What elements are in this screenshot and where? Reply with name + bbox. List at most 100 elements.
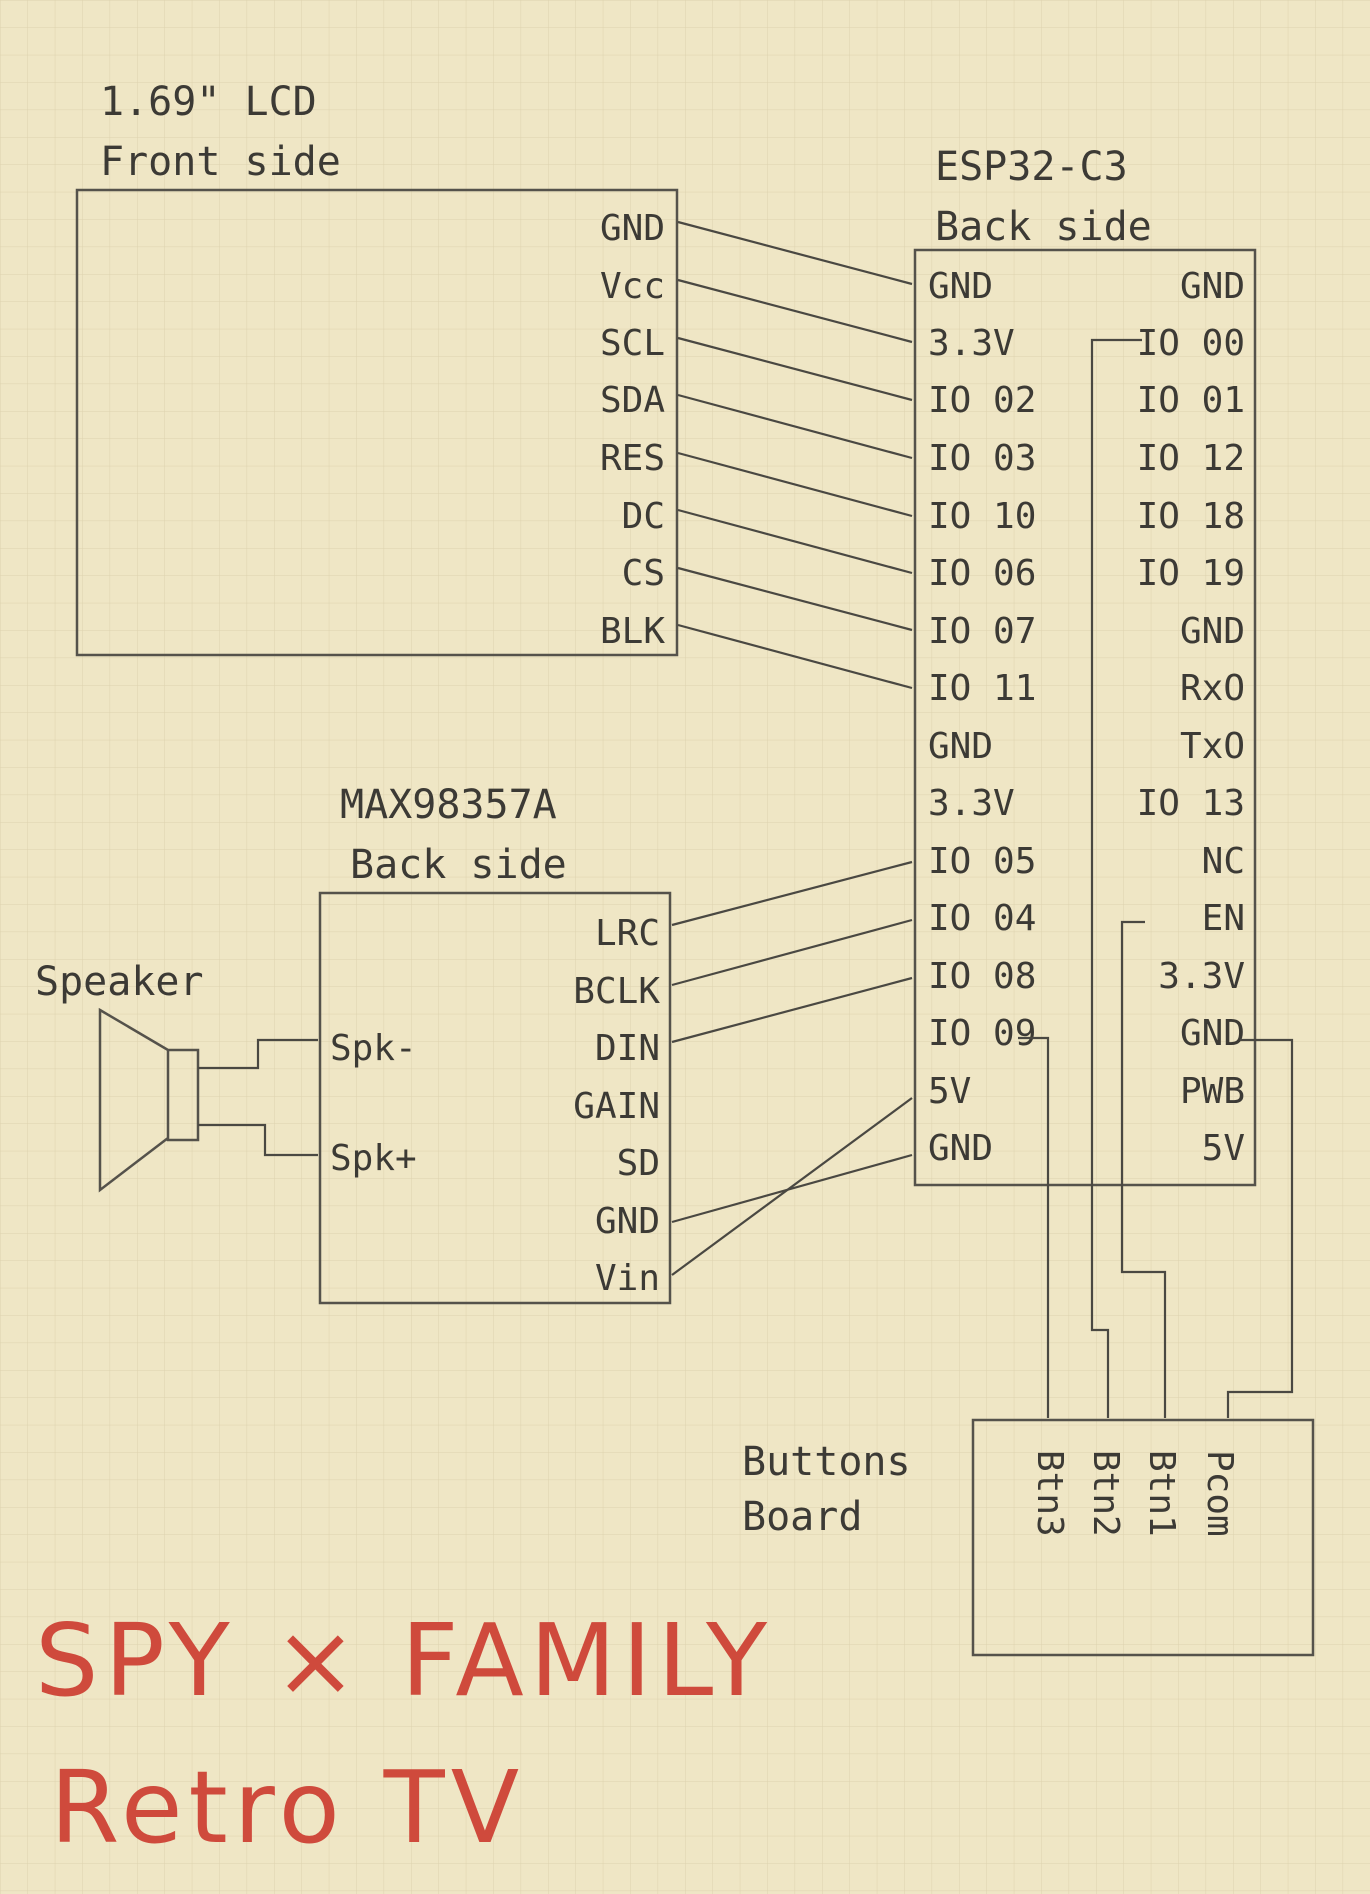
wire-lcd-sda [677, 393, 913, 460]
esp32-right-pin-labels: GND IO 00 IO 01 IO 12 IO 18 IO 19 GND Rx… [1137, 266, 1245, 1169]
amp-pin-spk-minus: Spk- [330, 1028, 417, 1069]
esp32-right-pin-1: GND [1180, 266, 1245, 307]
lcd-pin-vcc: Vcc [600, 266, 665, 307]
esp32-left-pin-8: IO 11 [928, 668, 1036, 709]
esp32-right-pin-13: 3.3V [1158, 956, 1245, 997]
wire-amp-din [671, 976, 913, 1044]
esp32-right-pin-2: IO 00 [1137, 323, 1245, 364]
project-title-line2: Retro TV [50, 1749, 525, 1866]
buttons-board-title: Buttons [742, 1439, 911, 1485]
esp32-outline [913, 248, 1257, 1187]
esp32-right-pin-5: IO 18 [1137, 496, 1245, 537]
wire-lcd-dc [677, 508, 913, 575]
lcd-title: 1.69" LCD [100, 79, 317, 125]
wire-gnd-pcom [1226, 1038, 1294, 1418]
amp-pin-spk-plus: Spk+ [330, 1138, 417, 1179]
esp32-left-pin-11: IO 05 [928, 841, 1036, 882]
lcd-pin-scl: SCL [600, 323, 665, 364]
wires [198, 220, 1294, 1418]
wire-speaker-plus [198, 1123, 318, 1157]
buttons-board-outline [971, 1418, 1315, 1657]
buttons-pin-btn2: Btn2 [1085, 1450, 1126, 1537]
esp32-right-pin-12: EN [1202, 898, 1245, 939]
esp32-left-pin-7: IO 07 [928, 611, 1036, 652]
esp32-left-pin-6: IO 06 [928, 553, 1036, 594]
esp32-right-pin-8: RxO [1180, 668, 1245, 709]
wire-amp-lrc [671, 860, 913, 927]
lcd-module: 1.69" LCD Front side GND Vcc SCL SDA RES… [75, 79, 679, 657]
lcd-pin-labels: GND Vcc SCL SDA RES DC CS BLK [600, 208, 665, 652]
amp-pin-vin: Vin [595, 1258, 660, 1299]
project-title-line1: SPY × FAMILY [35, 1602, 773, 1719]
amp-subtitle: Back side [350, 842, 567, 888]
esp32-left-pin-10: 3.3V [928, 783, 1015, 824]
esp32-right-pin-15: PWB [1180, 1071, 1245, 1112]
wire-speaker-minus [198, 1038, 318, 1070]
esp32-left-pin-12: IO 04 [928, 898, 1036, 939]
buttons-pin-btn1: Btn1 [1141, 1450, 1182, 1537]
amp-pin-lrc: LRC [595, 913, 660, 954]
esp32-left-pin-2: 3.3V [928, 323, 1015, 364]
esp32-left-pin-13: IO 08 [928, 956, 1036, 997]
esp32-right-pin-10: IO 13 [1137, 783, 1245, 824]
lcd-outline [75, 188, 679, 657]
amp-outline [318, 891, 672, 1305]
wire-lcd-vcc [677, 278, 913, 344]
esp32-module: ESP32-C3 Back side GND 3.3V IO 02 IO 03 … [913, 144, 1257, 1187]
wire-io00-btn2 [1090, 338, 1142, 1418]
esp32-left-pin-14: IO 09 [928, 1013, 1036, 1054]
wire-amp-gnd [671, 1153, 913, 1224]
buttons-board-subtitle: Board [742, 1494, 862, 1540]
lcd-pin-cs: CS [622, 553, 665, 594]
lcd-pin-res: RES [600, 438, 665, 479]
wire-io09-btn3 [1018, 1036, 1050, 1418]
wire-lcd-res [677, 451, 913, 518]
esp32-left-pin-9: GND [928, 726, 993, 767]
lcd-pin-blk: BLK [600, 611, 665, 652]
project-title: SPY × FAMILY Retro TV [35, 1602, 773, 1866]
esp32-left-pin-5: IO 10 [928, 496, 1036, 537]
esp32-left-pin-4: IO 03 [928, 438, 1036, 479]
amp-pin-sd: SD [617, 1143, 660, 1184]
amp-module: MAX98357A Back side LRC BCLK DIN GAIN SD… [318, 782, 672, 1305]
wire-lcd-blk [677, 623, 913, 690]
esp32-left-pin-16: GND [928, 1128, 993, 1169]
esp32-left-pin-labels: GND 3.3V IO 02 IO 03 IO 10 IO 06 IO 07 I… [928, 266, 1036, 1169]
esp32-right-pin-14: GND [1180, 1013, 1245, 1054]
esp32-right-pin-3: IO 01 [1137, 380, 1245, 421]
wire-amp-bclk [671, 918, 913, 987]
amp-pin-gnd: GND [595, 1201, 660, 1242]
wire-lcd-cs [677, 566, 913, 632]
lcd-pin-dc: DC [622, 496, 665, 537]
esp32-right-pin-11: NC [1202, 841, 1245, 882]
esp32-right-pin-16: 5V [1202, 1128, 1245, 1169]
speaker-icon [98, 1007, 200, 1193]
esp32-right-pin-9: TxO [1180, 726, 1245, 767]
esp32-subtitle: Back side [935, 204, 1152, 250]
amp-title: MAX98357A [340, 782, 557, 828]
amp-pin-din: DIN [595, 1028, 660, 1069]
amp-right-pin-labels: LRC BCLK DIN GAIN SD GND Vin [573, 913, 660, 1299]
lcd-subtitle: Front side [100, 139, 341, 185]
esp32-right-pin-4: IO 12 [1137, 438, 1245, 479]
wire-lcd-gnd [677, 220, 913, 286]
buttons-pin-btn3: Btn3 [1029, 1450, 1070, 1537]
speaker-label: Speaker [35, 959, 204, 1005]
wire-lcd-scl [677, 336, 913, 402]
amp-pin-gain: GAIN [573, 1086, 660, 1127]
speaker: Speaker [35, 959, 204, 1193]
esp32-left-pin-3: IO 02 [928, 380, 1036, 421]
esp32-right-pin-6: IO 19 [1137, 553, 1245, 594]
amp-pin-bclk: BCLK [573, 971, 660, 1012]
lcd-pin-sda: SDA [600, 380, 665, 421]
esp32-left-pin-15: 5V [928, 1071, 971, 1112]
esp32-left-pin-1: GND [928, 266, 993, 307]
esp32-title: ESP32-C3 [935, 144, 1128, 190]
lcd-pin-gnd: GND [600, 208, 665, 249]
buttons-pin-pcom: Pcom [1199, 1450, 1240, 1537]
buttons-board: Buttons Board Btn3 Btn2 Btn1 Pcom [742, 1418, 1315, 1657]
wire-amp-vin [671, 1097, 913, 1276]
esp32-right-pin-7: GND [1180, 611, 1245, 652]
